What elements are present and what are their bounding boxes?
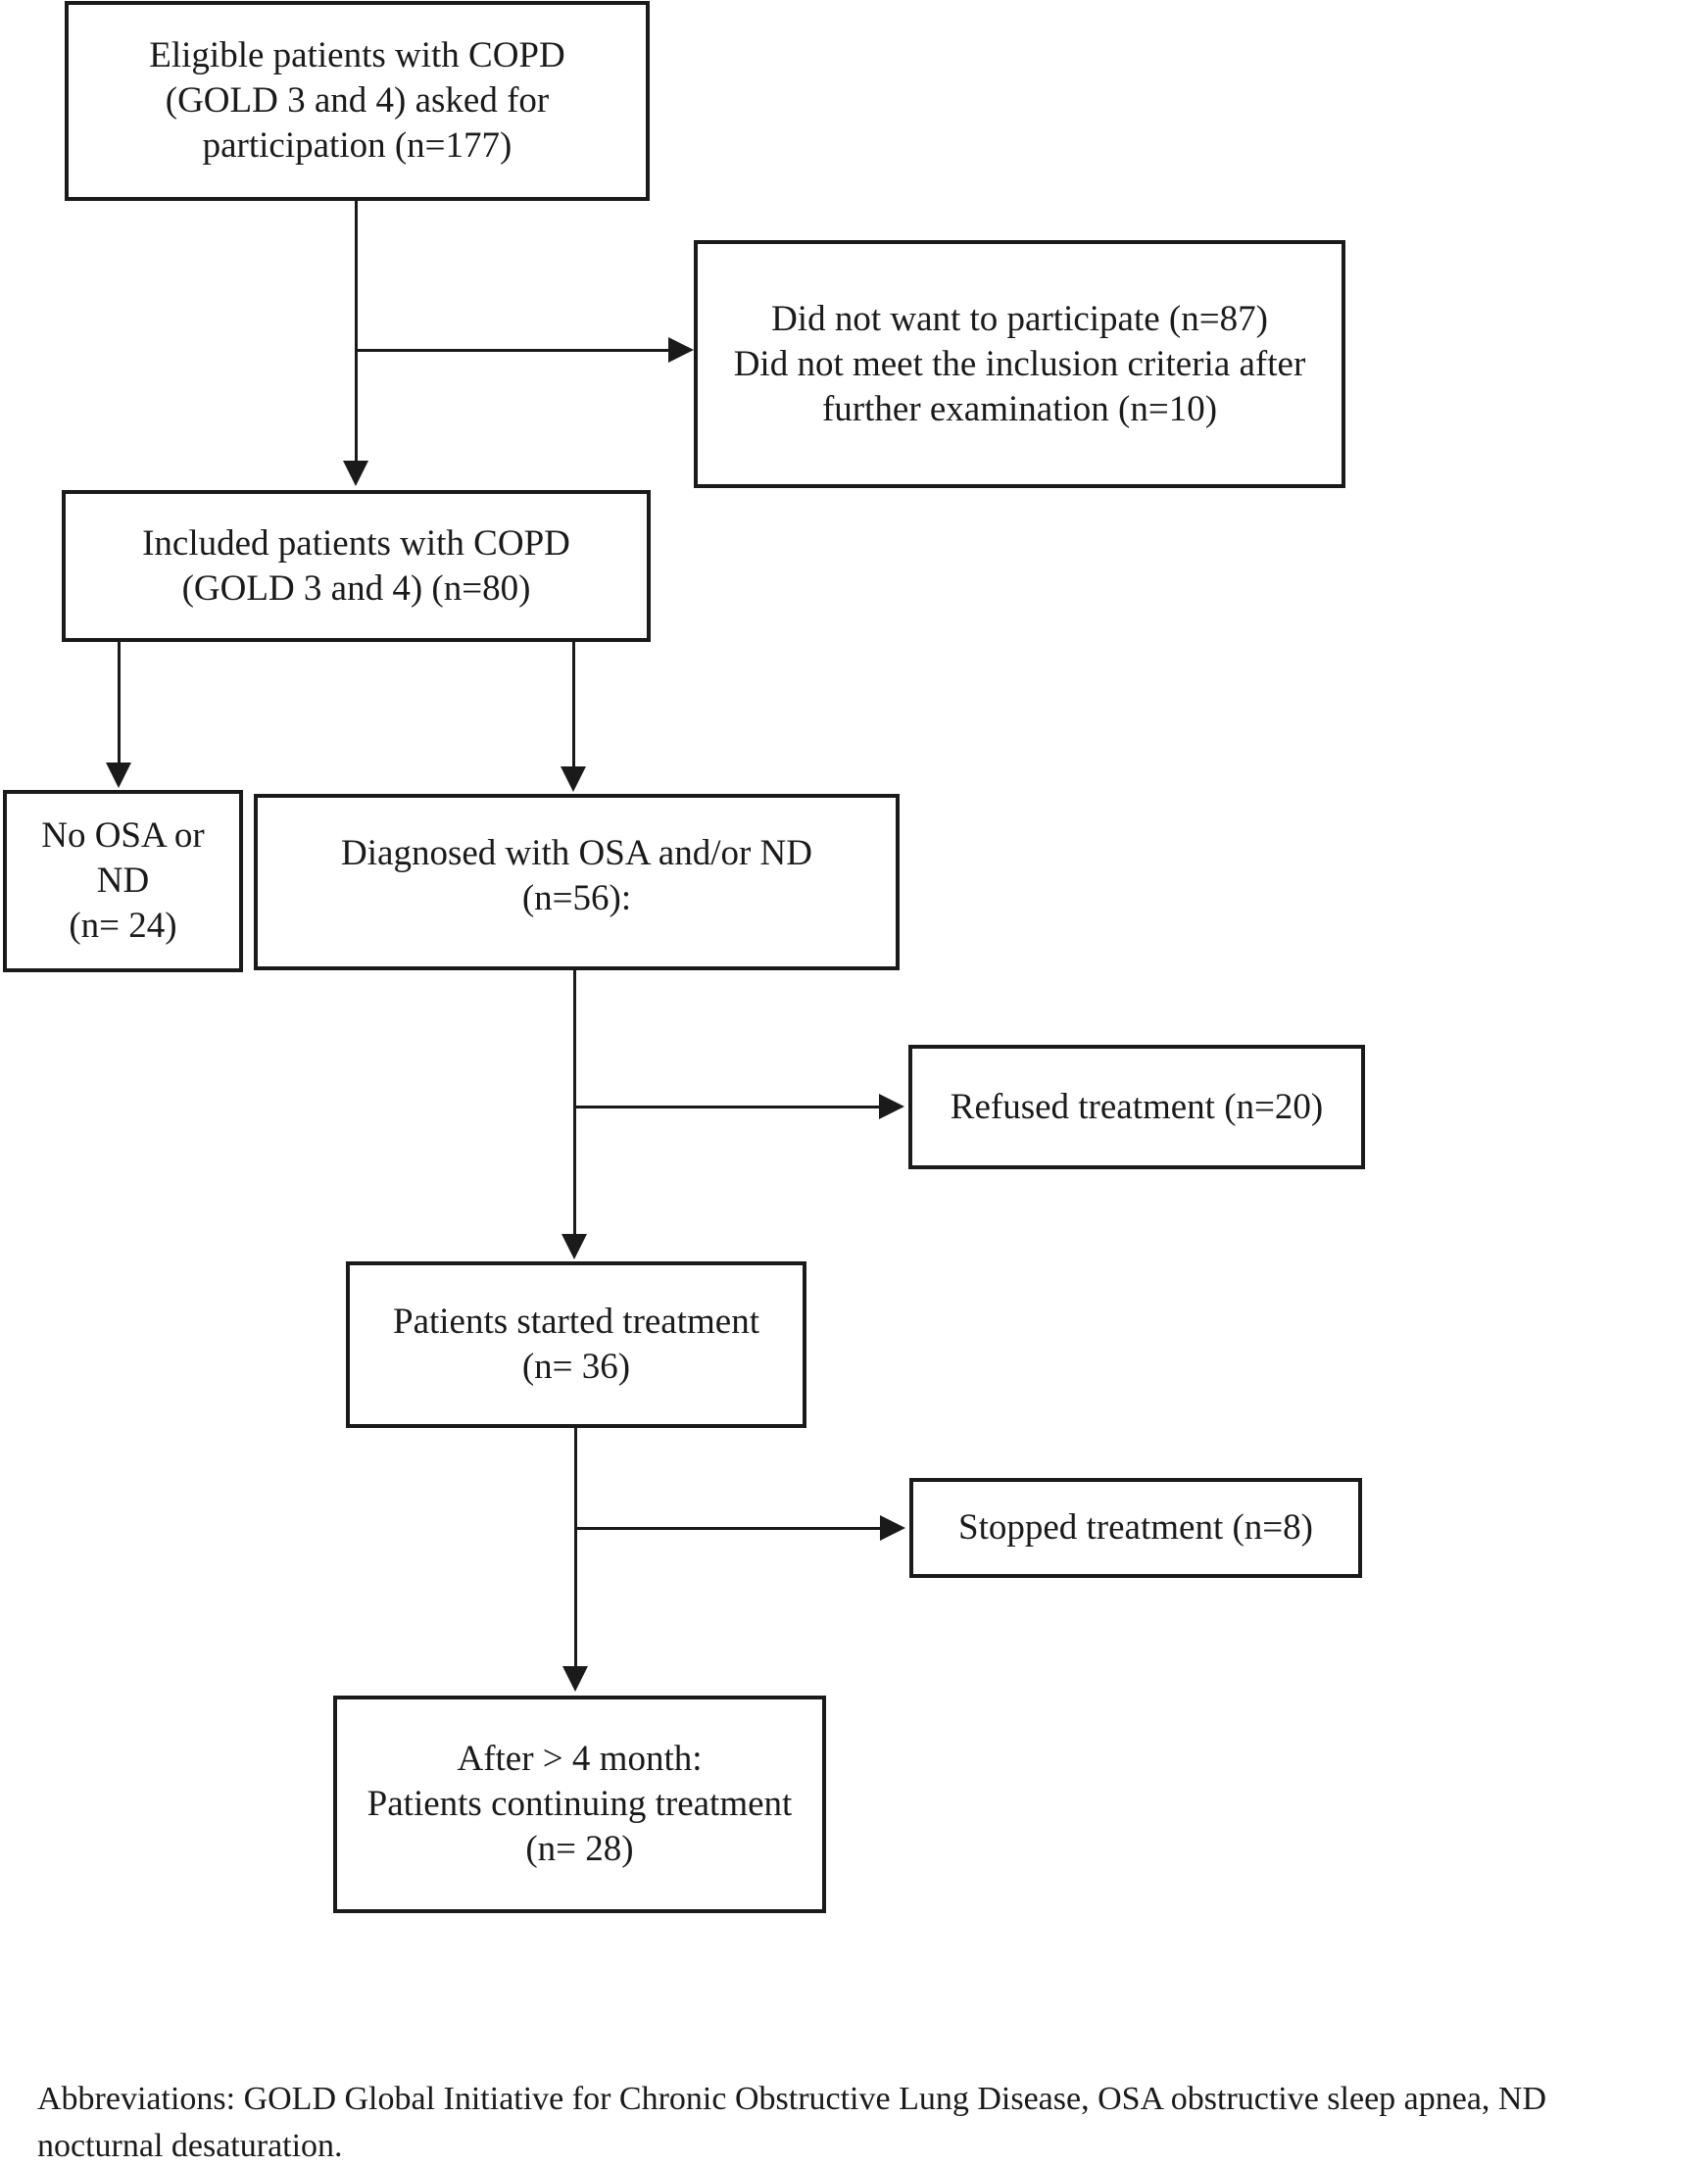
connector-branch-to-declined (356, 349, 668, 352)
arrowhead-into-refused (879, 1094, 904, 1119)
box-declined-line-1: Did not want to participate (n=87) (771, 298, 1268, 339)
box-no-osa-line-2: ND (96, 861, 150, 901)
box-no-osa-line-1: No OSA or (41, 815, 205, 856)
box-continuing-line-3: (n= 28) (525, 1829, 634, 1869)
box-stopped-line-1: Stopped treatment (n=8) (958, 1507, 1313, 1548)
box-refused-line-1: Refused treatment (n=20) (950, 1086, 1324, 1127)
arrowhead-into-stopped (880, 1515, 905, 1541)
box-no-osa-line-3: (n= 24) (69, 906, 177, 946)
box-started-line-2: (n= 36) (521, 1347, 631, 1387)
box-no-osa-nd: No OSA or ND (n= 24) (3, 790, 243, 972)
box-declined-participation: Did not want to participate (n=87) Did n… (694, 240, 1345, 488)
connector-eligible-to-included (355, 201, 358, 462)
box-eligible-patients: Eligible patients with COPD (GOLD 3 and … (65, 1, 650, 201)
box-refused-treatment: Refused treatment (n=20) (908, 1045, 1365, 1169)
connector-included-to-no-osa (118, 642, 121, 763)
box-continuing-treatment: After > 4 month: Patients continuing tre… (333, 1696, 826, 1913)
abbreviations-note: Abbreviations: GOLD Global Initiative fo… (37, 2076, 1705, 2166)
box-continuing-line-2: Patients continuing treatment (366, 1784, 793, 1824)
box-started-line-1: Patients started treatment (393, 1302, 759, 1342)
arrowhead-into-included (343, 461, 368, 486)
box-declined-line-3: further examination (n=10) (821, 388, 1218, 429)
box-started-treatment: Patients started treatment (n= 36) (346, 1261, 806, 1428)
arrowhead-into-continuing (562, 1666, 588, 1692)
arrowhead-into-started (561, 1234, 587, 1259)
box-diagnosed-osa-nd: Diagnosed with OSA and/or ND (n=56): (254, 794, 900, 970)
arrowhead-into-diagnosed (561, 766, 586, 792)
box-eligible-line-3: participation (n=177) (202, 125, 512, 166)
arrowhead-into-no-osa (106, 763, 131, 788)
arrowhead-into-declined (668, 337, 694, 363)
box-diagnosed-line-1: Diagnosed with OSA and/or ND (341, 833, 812, 873)
box-included-line-1: Included patients with COPD (142, 522, 570, 564)
connector-branch-to-refused (574, 1106, 879, 1108)
box-included-line-2: (GOLD 3 and 4) (n=80) (181, 567, 531, 609)
connector-branch-to-stopped (575, 1527, 880, 1530)
box-diagnosed-line-2: (n=56): (521, 878, 632, 918)
abbreviations-note-line-2: nocturnal desaturation. (37, 2128, 343, 2164)
connector-diagnosed-to-started (573, 970, 576, 1235)
box-declined-line-2: Did not meet the inclusion criteria afte… (733, 343, 1306, 384)
box-continuing-line-1: After > 4 month: (457, 1739, 703, 1779)
abbreviations-note-line-1: Abbreviations: GOLD Global Initiative fo… (37, 2081, 1547, 2117)
box-stopped-treatment: Stopped treatment (n=8) (909, 1478, 1362, 1578)
box-included-patients: Included patients with COPD (GOLD 3 and … (62, 490, 651, 642)
connector-started-to-continuing (574, 1428, 577, 1666)
box-eligible-line-1: Eligible patients with COPD (149, 35, 565, 75)
connector-included-to-diagnosed (572, 642, 575, 766)
box-eligible-line-2: (GOLD 3 and 4) asked for (165, 80, 550, 121)
